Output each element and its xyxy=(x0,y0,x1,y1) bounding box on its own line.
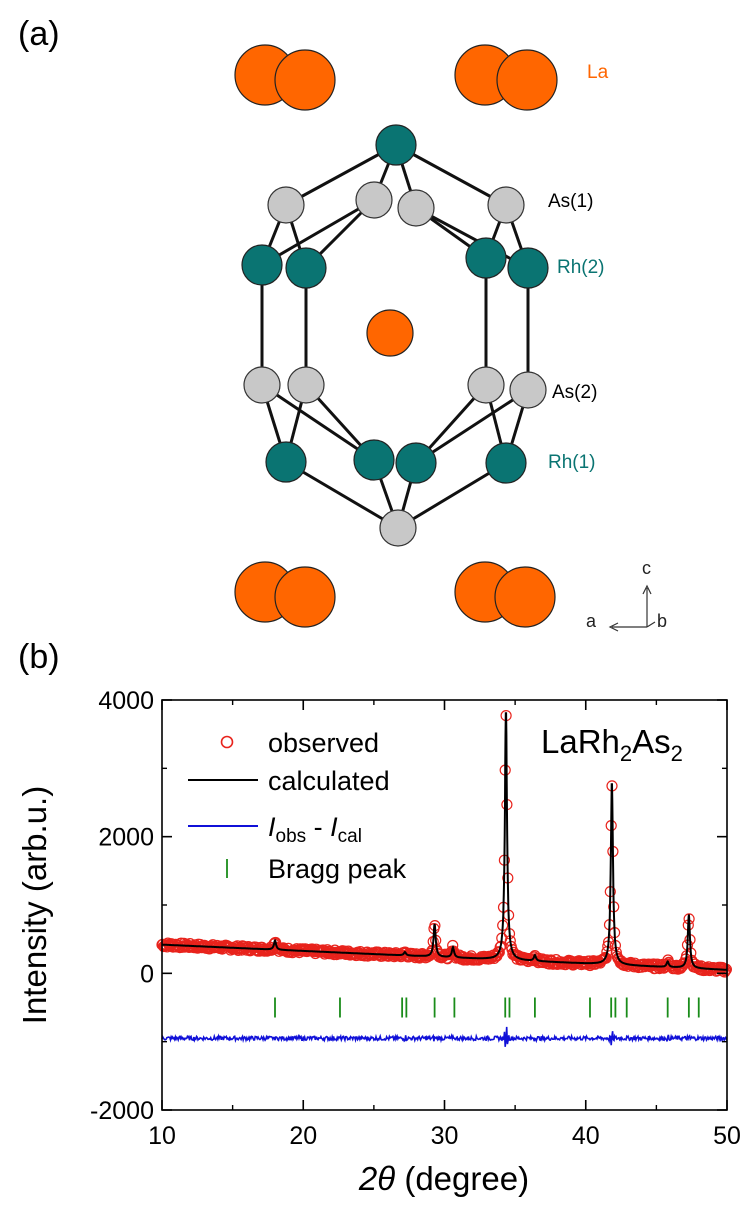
plot-area xyxy=(156,709,733,1047)
observed-point xyxy=(494,941,506,953)
compound-part: As xyxy=(632,723,671,760)
label-la: La xyxy=(587,62,609,83)
legend-part: - xyxy=(306,812,330,842)
legend-observed-marker xyxy=(220,735,234,749)
rh-atom xyxy=(265,441,307,483)
as-atom xyxy=(487,186,525,224)
la-atom xyxy=(274,49,336,111)
label-rh1: Rh(1) xyxy=(548,452,596,473)
as-atom xyxy=(355,181,393,219)
panel-b-label: (b) xyxy=(18,638,60,676)
compound-label: LaRh2As2 xyxy=(541,723,683,766)
observed-point xyxy=(719,966,731,978)
legend-sub: cal xyxy=(338,826,362,847)
as-atoms xyxy=(243,181,547,547)
observed-point xyxy=(506,943,518,956)
bragg-markers xyxy=(274,997,700,1018)
as-atom xyxy=(267,186,305,224)
rh-atom xyxy=(465,237,507,279)
label-as1: As(1) xyxy=(548,191,593,212)
y-tick-label: 0 xyxy=(140,960,154,988)
y-axis-title: Intensity (arb.u.) xyxy=(16,786,53,1024)
compound-sub: 2 xyxy=(671,741,683,766)
axis-letter-b: b xyxy=(657,611,667,631)
rh-atoms xyxy=(241,124,549,484)
compound-sub: 2 xyxy=(620,741,632,766)
la-atom xyxy=(366,309,414,357)
panel-b: (b) 10 20 30 40 50 -2000 0 2000 4000 Intensity (… xyxy=(16,638,741,1197)
calculated-line xyxy=(161,712,727,971)
la-atoms xyxy=(234,44,558,628)
label-rh2: Rh(2) xyxy=(557,257,605,278)
axis-ticks: 10 20 30 40 50 -2000 0 2000 4000 xyxy=(90,687,741,1150)
x-axis-title-theta: 2θ xyxy=(358,1160,395,1197)
rh-atom xyxy=(507,247,549,289)
x-axis-title-unit: (degree) xyxy=(395,1160,529,1197)
legend-sub: obs xyxy=(276,826,307,847)
x-tick-label: 20 xyxy=(289,1122,317,1150)
observed-point xyxy=(599,951,611,964)
axis-letter-c: c xyxy=(642,558,651,578)
difference-line xyxy=(161,1026,728,1047)
as-atom xyxy=(397,189,435,227)
as-atom xyxy=(379,509,417,547)
legend-part: I xyxy=(268,812,276,842)
la-atom xyxy=(274,566,336,628)
crystal-axes-indicator xyxy=(608,584,656,632)
y-tick-label: 2000 xyxy=(98,824,154,852)
rh-atom xyxy=(285,247,327,289)
as-atom xyxy=(467,366,505,404)
legend: observed calculated Iobs - Ical Bragg pe… xyxy=(188,728,407,884)
y-tick-label: 4000 xyxy=(98,687,154,715)
la-atom xyxy=(496,49,558,111)
legend-observed-text: observed xyxy=(268,728,379,758)
x-tick-label: 10 xyxy=(148,1122,176,1150)
panel-a: (a) xyxy=(18,15,667,632)
x-tick-label: 30 xyxy=(431,1122,459,1150)
y-tick-label: -2000 xyxy=(90,1097,154,1125)
as-atom xyxy=(243,366,281,404)
rh-atom xyxy=(353,439,395,481)
legend-difference-text: Iobs - Ical xyxy=(268,812,362,847)
x-tick-label: 40 xyxy=(572,1122,600,1150)
plot-frame xyxy=(161,699,728,1111)
rh-atom xyxy=(485,442,527,484)
la-atom xyxy=(494,566,556,628)
x-tick-label: 50 xyxy=(713,1122,741,1150)
compound-part: LaRh xyxy=(541,723,620,760)
panel-a-label: (a) xyxy=(18,15,60,53)
observed-point xyxy=(493,946,505,958)
label-as2: As(2) xyxy=(552,382,597,403)
legend-bragg-text: Bragg peak xyxy=(268,854,407,884)
x-axis-title: 2θ (degree) xyxy=(358,1160,529,1197)
rh-atom xyxy=(395,442,437,484)
legend-part: I xyxy=(330,812,338,842)
as-atom xyxy=(509,371,547,409)
axis-letter-a: a xyxy=(586,611,597,631)
rh-atom xyxy=(375,124,417,166)
rh-atom xyxy=(241,244,283,286)
as-atom xyxy=(287,366,325,404)
legend-calculated-text: calculated xyxy=(268,766,390,796)
